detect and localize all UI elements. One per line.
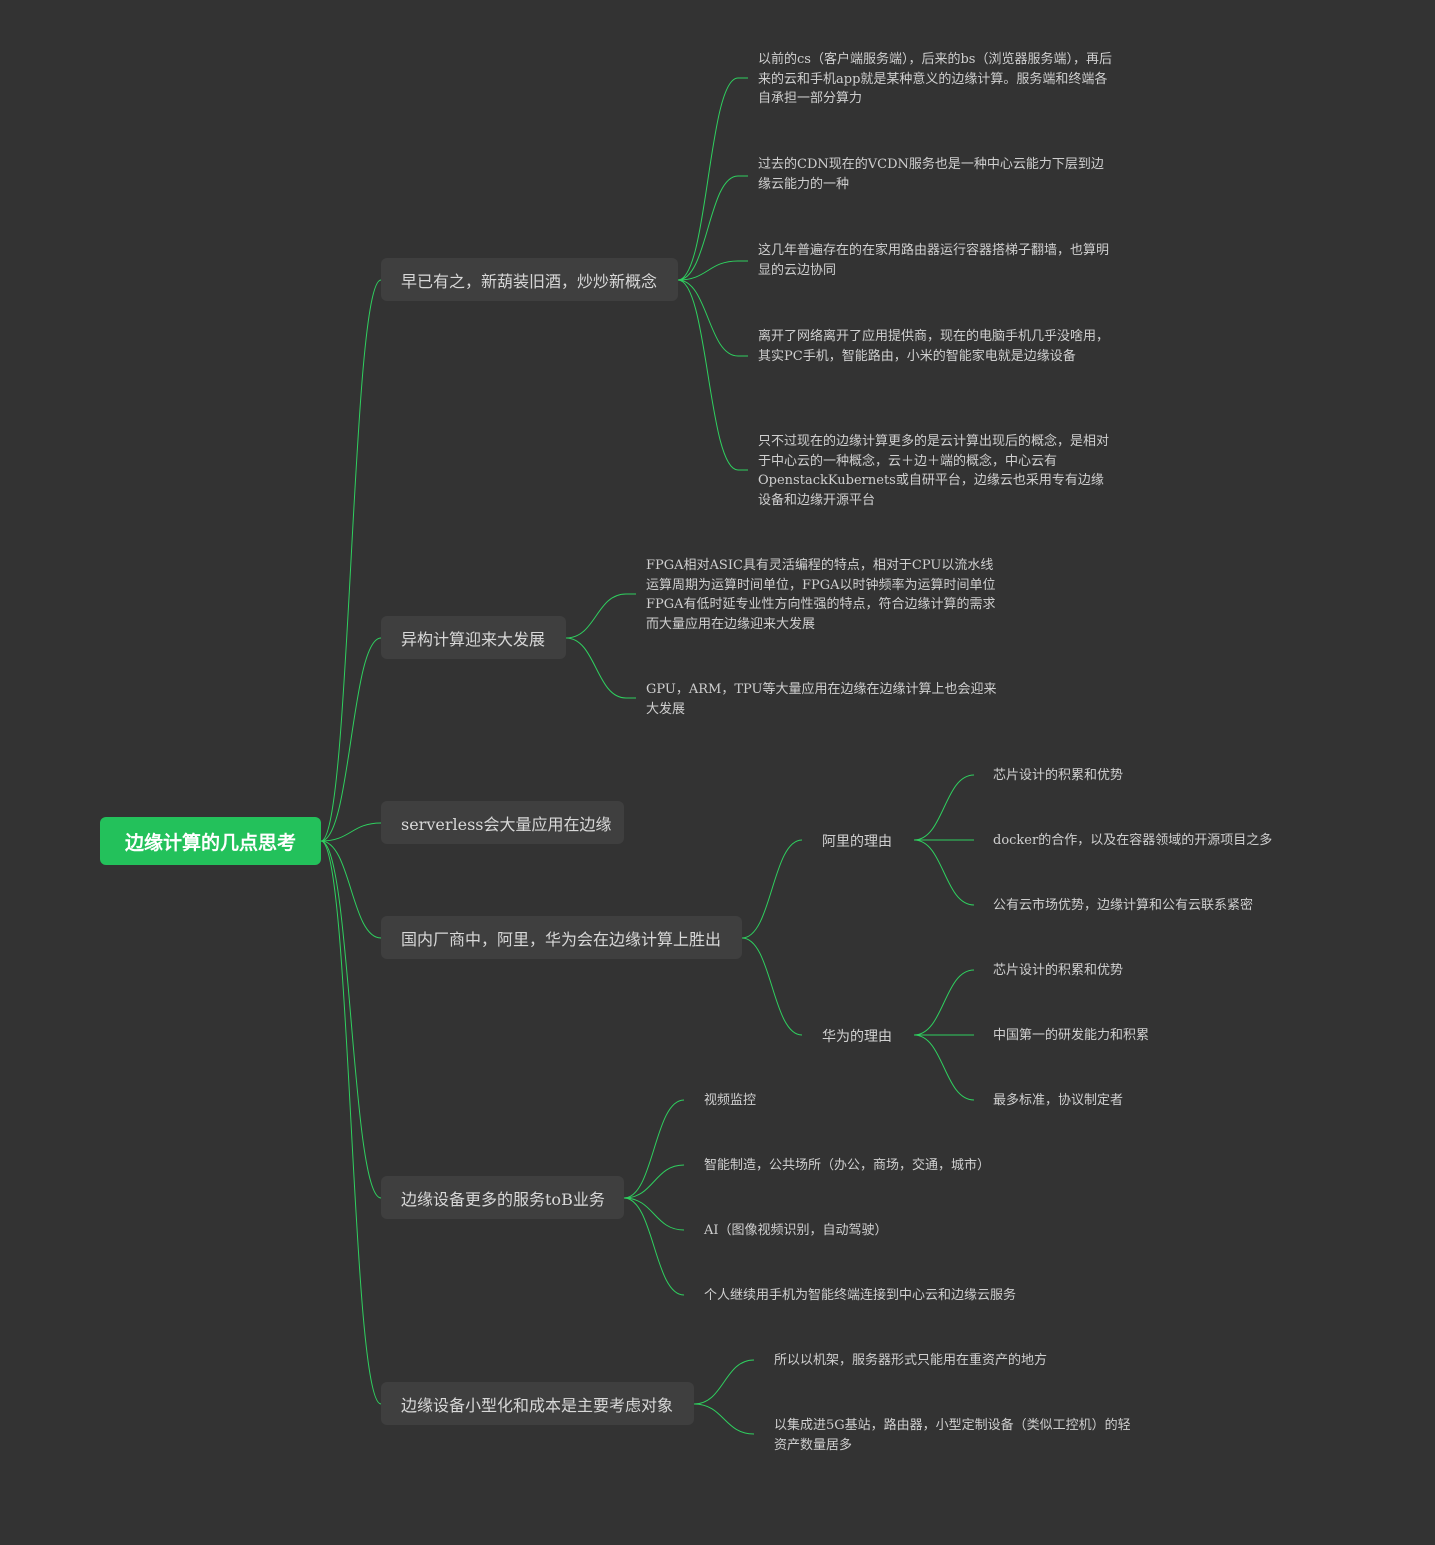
branch-link: [677, 279, 739, 471]
leaf-topic[interactable]: 公有云市场优势，边缘计算和公有云联系紧密: [993, 898, 1254, 913]
branch-link: [623, 1197, 685, 1296]
leaf-topic[interactable]: 最多标准，协议制定者: [993, 1093, 1124, 1108]
root-topic[interactable]: 边缘计算的几点思考: [100, 817, 321, 865]
leaf-topic[interactable]: docker的合作，以及在容器领域的开源项目之多: [993, 833, 1273, 848]
leaf-topic[interactable]: 个人继续用手机为智能终端连接到中心云和边缘云服务: [704, 1288, 1017, 1303]
leaf-topic[interactable]: GPU，ARM，TPU等大量应用在边缘在边缘计算上也会迎来大发展: [646, 682, 997, 717]
branch-link: [623, 1197, 685, 1231]
branch-topic-vendors[interactable]: 国内厂商中，阿里，华为会在边缘计算上胜出: [381, 916, 742, 959]
branch-link: [693, 1403, 755, 1435]
branch-topic-heterogeneous[interactable]: 异构计算迎来大发展: [381, 616, 566, 659]
branch-link: [623, 1164, 685, 1199]
leaf-topic[interactable]: AI（图像视频识别，自动驾驶）: [704, 1223, 888, 1238]
root-link: [320, 840, 382, 939]
root-link: [320, 840, 382, 1405]
sub-link: [913, 1034, 975, 1101]
branch-link: [565, 637, 627, 699]
branch-topic-tob-services[interactable]: 边缘设备更多的服务toB业务: [381, 1176, 624, 1219]
branch-topic-miniaturization[interactable]: 边缘设备小型化和成本是主要考虑对象: [381, 1382, 694, 1425]
leaf-topic[interactable]: 离开了网络离开了应用提供商，现在的电脑手机几乎没啥用，其实PC手机，智能路由，小…: [758, 329, 1110, 364]
subtopic-huawei-reasons[interactable]: 华为的理由: [822, 1029, 892, 1045]
root-link: [320, 279, 382, 842]
leaf-topic[interactable]: 这几年普遍存在的在家用路由器运行容器搭梯子翻墙，也算明显的云边协同: [758, 243, 1110, 278]
branch-link: [693, 1359, 755, 1405]
leaf-topic[interactable]: 以前的cs（客户端服务端），后来的bs（浏览器服务端），再后来的云和手机app就…: [758, 52, 1112, 106]
leaf-topic[interactable]: 中国第一的研发能力和积累: [993, 1028, 1150, 1043]
sub-link: [913, 774, 975, 841]
branch-link: [741, 937, 803, 1036]
branch-topic-serverless[interactable]: serverless会大量应用在边缘: [381, 801, 624, 844]
leaf-topic[interactable]: 芯片设计的积累和优势: [993, 768, 1124, 783]
sub-link: [913, 839, 975, 906]
branch-link: [677, 175, 739, 281]
subtopic-alibaba-reasons[interactable]: 阿里的理由: [822, 834, 892, 850]
branch-link: [565, 593, 627, 639]
branch-link: [677, 260, 739, 281]
leaf-topic[interactable]: 视频监控: [704, 1093, 757, 1108]
leaf-topic[interactable]: 所以以机架，服务器形式只能用在重资产的地方: [774, 1353, 1048, 1368]
branch-link: [741, 839, 803, 939]
root-link: [320, 822, 382, 842]
leaf-topic[interactable]: 只不过现在的边缘计算更多的是云计算出现后的概念，是相对于中心云的一种概念，云＋边…: [758, 434, 1110, 508]
leaf-topic[interactable]: 芯片设计的积累和优势: [993, 963, 1124, 978]
branch-link: [677, 279, 739, 357]
root-link: [320, 637, 382, 842]
leaf-topic[interactable]: FPGA相对ASIC具有灵活编程的特点，相对于CPU以流水线运算周期为运算时间单…: [646, 558, 996, 632]
branch-link: [623, 1099, 685, 1199]
sub-link: [913, 969, 975, 1036]
root-link: [320, 840, 382, 1199]
branch-topic-legacy-concept[interactable]: 早已有之，新葫装旧酒，炒炒新概念: [381, 258, 678, 301]
leaf-topic[interactable]: 过去的CDN现在的VCDN服务也是一种中心云能力下层到边缘云能力的一种: [758, 157, 1104, 192]
leaf-topic[interactable]: 以集成进5G基站，路由器，小型定制设备（类似工控机）的轻资产数量居多: [774, 1418, 1131, 1453]
branch-link: [677, 77, 739, 281]
leaf-topic[interactable]: 智能制造，公共场所（办公，商场，交通，城市）: [704, 1158, 991, 1173]
